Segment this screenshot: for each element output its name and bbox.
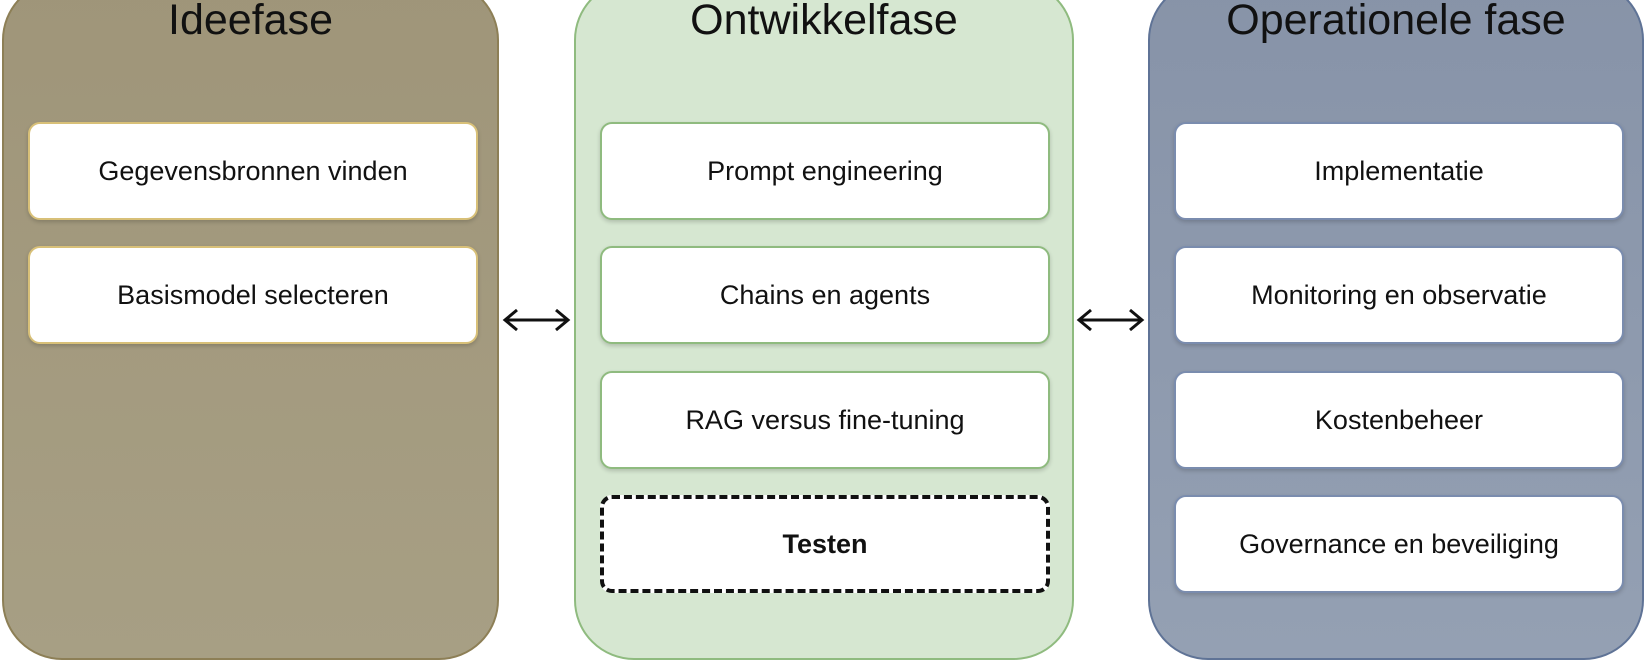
step-prompt-engineering: Prompt engineering [600, 122, 1050, 220]
double-arrow-icon [1076, 308, 1145, 332]
phase-ontwikkelfase: Ontwikkelfase Prompt engineering Chains … [574, 0, 1074, 660]
step-monitoring-en-observatie: Monitoring en observatie [1174, 246, 1624, 344]
step-rag-versus-fine-tuning: RAG versus fine-tuning [600, 371, 1050, 469]
phase-title-ideefase: Ideefase [168, 0, 333, 44]
step-gegevensbronnen-vinden: Gegevensbronnen vinden [28, 122, 478, 220]
double-arrow-icon [502, 308, 571, 332]
step-chains-en-agents: Chains en agents [600, 246, 1050, 344]
step-governance-en-beveiliging: Governance en beveiliging [1174, 495, 1624, 593]
phase-title-ontwikkelfase: Ontwikkelfase [690, 0, 958, 44]
phase-ideefase: Ideefase Gegevensbronnen vinden Basismod… [2, 0, 499, 660]
phase-title-operationele-fase: Operationele fase [1226, 0, 1566, 44]
phase-operationele-fase: Operationele fase Implementatie Monitori… [1148, 0, 1644, 660]
step-implementatie: Implementatie [1174, 122, 1624, 220]
step-kostenbeheer: Kostenbeheer [1174, 371, 1624, 469]
step-basismodel-selecteren: Basismodel selecteren [28, 246, 478, 344]
step-testen: Testen [600, 495, 1050, 593]
